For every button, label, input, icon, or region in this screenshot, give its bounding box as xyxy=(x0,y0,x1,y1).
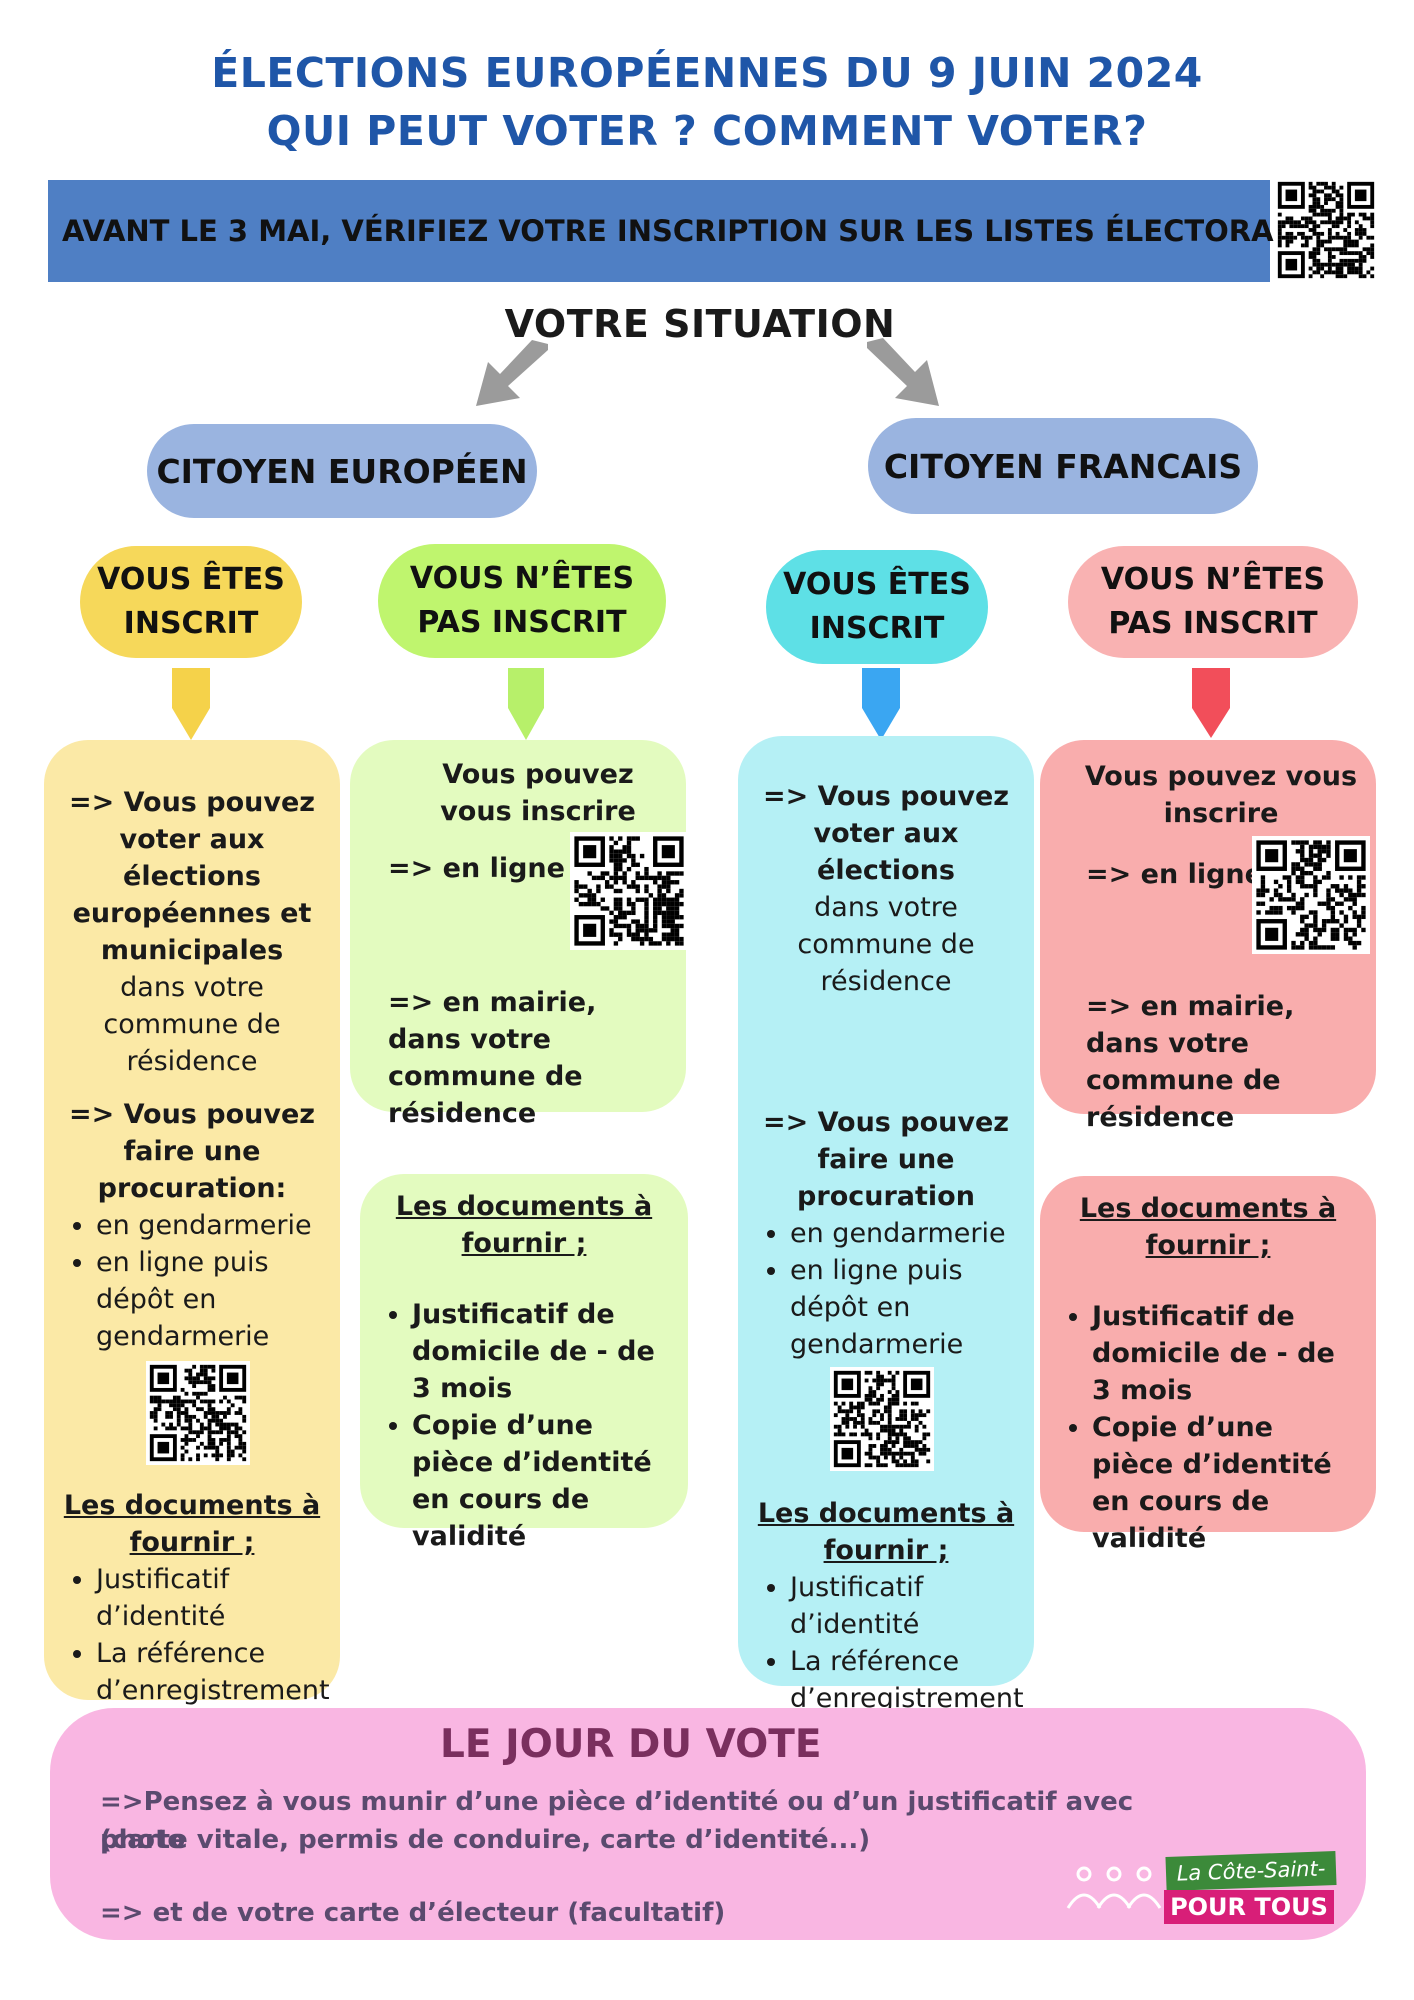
logo-bottom: POUR TOUS xyxy=(1164,1890,1334,1924)
list-item: Copie d’une pièce d’identité en cours de… xyxy=(412,1407,674,1555)
vote-right-text: => Vous pouvez voter aux élections europ… xyxy=(68,787,316,966)
vote-day-line3: => et de votre carte d’électeur (faculta… xyxy=(100,1898,726,1928)
page-title-line2: QUI PEUT VOTER ? COMMENT VOTER? xyxy=(266,107,1148,155)
list-item: en ligne puis dépôt en gendarmerie xyxy=(790,1252,1020,1363)
register-heading: Vous pouvez vous inscrire xyxy=(1084,761,1358,829)
status-line: VOUS N’ÊTES xyxy=(409,561,635,596)
arrow-down-icon xyxy=(508,668,544,740)
vote-location-text: dans votre commune de résidence xyxy=(797,892,975,997)
eu-registered-pill: VOUS ÊTES INSCRIT xyxy=(80,546,302,658)
documents-list: Justificatif de domicile de - de 3 mois … xyxy=(1054,1298,1362,1557)
register-online-qr-code-icon[interactable] xyxy=(1252,836,1370,954)
fr-not-registered-card: Vous pouvez vous inscrire => en ligne =>… xyxy=(1040,740,1376,1133)
register-online-qr-code-icon[interactable] xyxy=(570,832,688,950)
status-line: PAS INSCRIT xyxy=(1108,606,1318,641)
documents-title: Les documents à fournir ; xyxy=(395,1191,653,1259)
documents-title: Les documents à fournir ; xyxy=(1079,1193,1337,1261)
proxy-text: => Vous pouvez faire une procuration xyxy=(762,1107,1010,1212)
registration-banner-text: AVANT LE 3 MAI, VÉRIFIEZ VOTRE INSCRIPTI… xyxy=(62,214,1333,248)
eu-not-registered-pill: VOUS N’ÊTES PAS INSCRIT xyxy=(378,544,666,658)
list-item: Justificatif d’identité xyxy=(790,1569,1020,1643)
status-line: VOUS ÊTES xyxy=(97,562,285,597)
vote-location-text: dans votre commune de résidence xyxy=(103,972,281,1077)
list-item: en gendarmerie xyxy=(96,1207,326,1244)
registration-qr-code-icon[interactable] xyxy=(1274,178,1378,282)
status-line: VOUS ÊTES xyxy=(783,567,971,602)
eu-not-registered-card: Vous pouvez vous inscrire => en ligne =>… xyxy=(350,740,688,1129)
online-label: => en ligne xyxy=(388,853,565,884)
vote-day-box xyxy=(50,1708,1366,1940)
qr-holder xyxy=(58,1355,326,1483)
qr-holder xyxy=(752,1363,1020,1491)
fr-not-registered-pill: VOUS N’ÊTES PAS INSCRIT xyxy=(1068,546,1358,658)
fr-registered-pill: VOUS ÊTES INSCRIT xyxy=(766,550,988,664)
vote-day-line1: =>Pensez à vous munir d’une pièce d’iden… xyxy=(100,1787,1134,1855)
documents-title: Les documents à fournir ; xyxy=(63,1490,321,1558)
status-line: INSCRIT xyxy=(809,611,945,646)
arrow-down-right-icon xyxy=(867,338,939,406)
vote-right-text: => Vous pouvez voter aux élections xyxy=(762,781,1010,886)
status-line: VOUS N’ÊTES xyxy=(1100,562,1326,597)
status-line: INSCRIT xyxy=(123,606,259,641)
proxy-text: => Vous pouvez faire une procuration: xyxy=(68,1099,316,1204)
people-icon xyxy=(1066,1866,1162,1909)
fr-not-registered-docs-card: Les documents à fournir ; Justificatif d… xyxy=(1040,1176,1376,1554)
online-label: => en ligne xyxy=(1086,859,1263,890)
logo-top: La Côte-Saint-André xyxy=(1165,1851,1337,1918)
arrow-down-icon xyxy=(172,668,210,740)
documents-list: Justificatif de domicile de - de 3 mois … xyxy=(374,1296,674,1555)
proxy-list: en gendarmerie en ligne puis dépôt en ge… xyxy=(58,1207,326,1355)
citizen-french-pill: CITOYEN FRANCAIS xyxy=(868,418,1258,514)
arrow-down-left-icon xyxy=(476,340,548,406)
proxy-list: en gendarmerie en ligne puis dépôt en ge… xyxy=(752,1215,1020,1363)
list-item: Justificatif de domicile de - de 3 mois xyxy=(1092,1298,1362,1409)
situation-heading: VOTRE SITUATION xyxy=(504,302,896,346)
proxy-qr-code-icon[interactable] xyxy=(830,1367,934,1471)
mairie-text: => en mairie, dans votre commune de rési… xyxy=(388,987,597,1129)
eu-not-registered-docs-card: Les documents à fournir ; Justificatif d… xyxy=(360,1174,688,1552)
citizen-european-pill: CITOYEN EUROPÉEN xyxy=(147,424,537,518)
registration-banner xyxy=(48,180,1270,282)
mairie-text: => en mairie, dans votre commune de rési… xyxy=(1086,991,1295,1133)
page-title-line1: ÉLECTIONS EUROPÉENNES DU 9 JUIN 2024 xyxy=(211,49,1203,97)
list-item: Justificatif de domicile de - de 3 mois xyxy=(412,1296,674,1407)
online-row: => en ligne xyxy=(364,830,688,962)
arrow-down-icon xyxy=(862,668,900,740)
fr-registered-card: => Vous pouvez voter aux élections dans … xyxy=(738,736,1034,1788)
list-item: en gendarmerie xyxy=(790,1215,1020,1252)
vote-day-title: LE JOUR DU VOTE xyxy=(440,1722,822,1767)
list-item: Justificatif d’identité xyxy=(96,1561,326,1635)
proxy-qr-code-icon[interactable] xyxy=(146,1361,250,1465)
arrow-down-icon xyxy=(1192,668,1230,738)
list-item: Copie d’une pièce d’identité en cours de… xyxy=(1092,1409,1362,1557)
status-line: PAS INSCRIT xyxy=(417,605,627,640)
documents-title: Les documents à fournir ; xyxy=(757,1498,1015,1566)
online-row: => en ligne xyxy=(1054,832,1370,964)
register-heading: Vous pouvez vous inscrire xyxy=(440,759,636,827)
eu-registered-card: => Vous pouvez voter aux élections europ… xyxy=(44,740,340,1780)
list-item: en ligne puis dépôt en gendarmerie xyxy=(96,1244,326,1355)
vote-day-line2: (carte vitale, permis de conduire, carte… xyxy=(100,1825,871,1855)
